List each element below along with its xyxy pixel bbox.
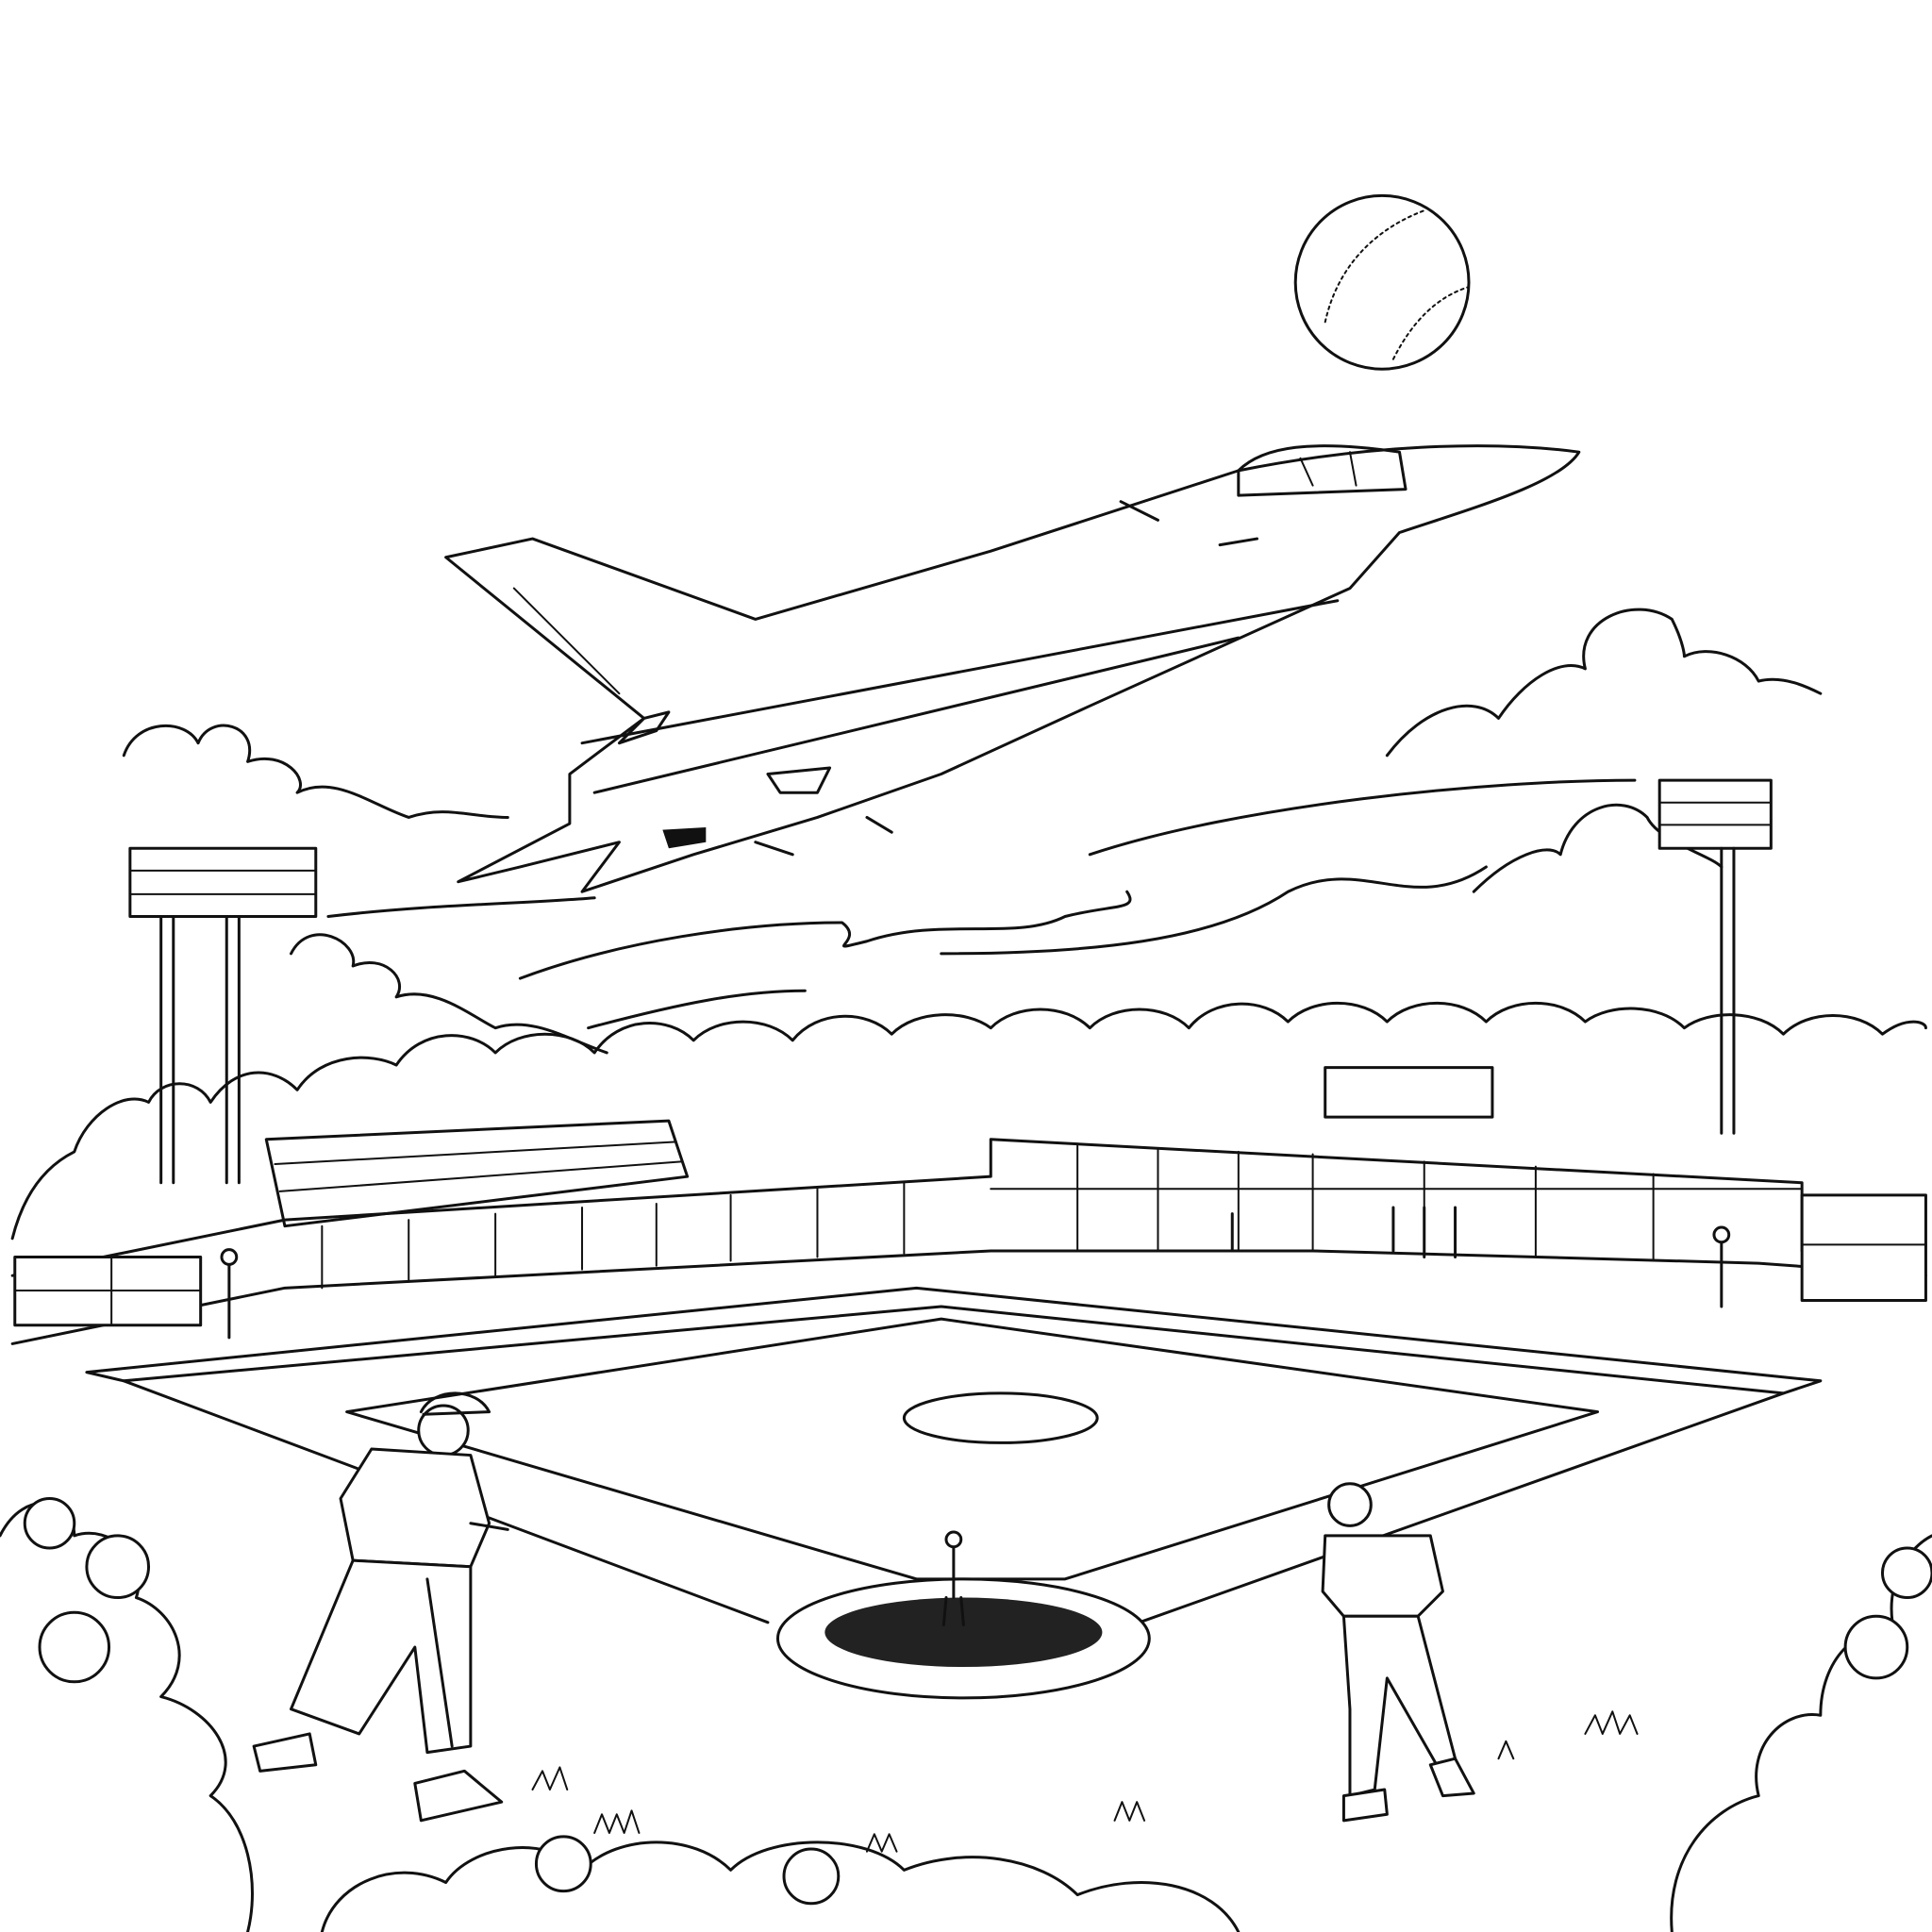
stands-right — [1802, 1195, 1925, 1301]
stands-left-low — [15, 1257, 201, 1325]
speed-lines — [328, 780, 1635, 1028]
baseball-field — [87, 1288, 1821, 1698]
pitchers-mound — [777, 1579, 1149, 1698]
grass — [533, 1711, 1638, 1851]
grandstand-left — [266, 1121, 687, 1226]
cloud-left — [124, 725, 607, 1053]
player-left — [254, 1393, 508, 1821]
tree-line — [12, 1003, 1925, 1238]
fighter-jet — [446, 446, 1579, 892]
pitcher — [943, 1532, 963, 1624]
baseball — [1295, 195, 1469, 369]
player-right — [1323, 1484, 1474, 1821]
scoreboard — [1325, 1068, 1492, 1118]
crowd — [0, 1499, 1932, 1932]
light-tower-right — [1659, 780, 1771, 1133]
light-tower-left — [130, 848, 316, 1182]
outfielders — [222, 1208, 1729, 1338]
